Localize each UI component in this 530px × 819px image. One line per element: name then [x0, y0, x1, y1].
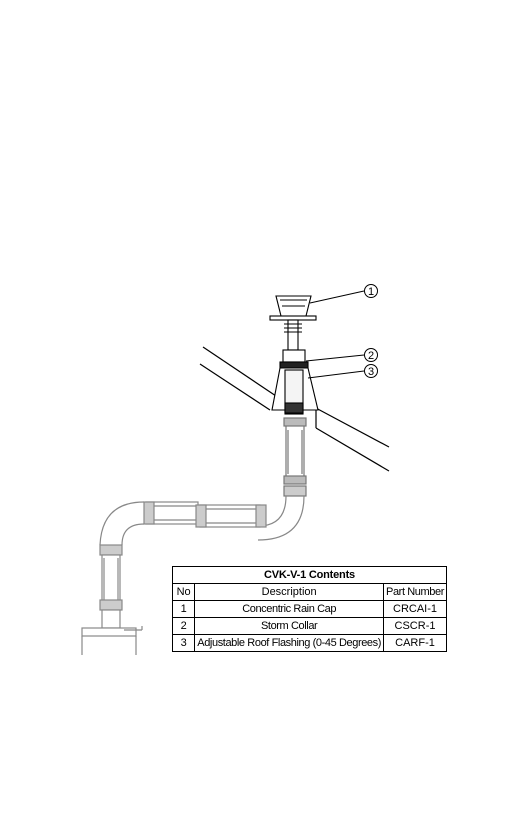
- table-header-row: No Description Part Number: [171, 583, 447, 601]
- table-row: 2 Storm Collar CSCR-1: [171, 617, 447, 635]
- left-vertical-pipe: [99, 544, 123, 629]
- row-part-number: CARF-1: [383, 634, 447, 652]
- table-title: CVK-V-1 Contents: [172, 566, 447, 584]
- header-part-number: Part Number: [383, 583, 447, 601]
- callout-1-number: 1: [368, 286, 374, 298]
- contents-table: CVK-V-1 Contents No Description Part Num…: [171, 566, 447, 652]
- pipe-elbow-left: [99, 501, 145, 546]
- table-row: 1 Concentric Rain Cap CRCAI-1: [171, 600, 447, 618]
- concentric-rain-cap: [269, 295, 317, 351]
- header-no: No: [171, 583, 196, 601]
- roof-flashing: [271, 367, 319, 415]
- row-part-number: CSCR-1: [383, 617, 447, 635]
- appliance-top: [81, 626, 143, 655]
- vertical-vent-pipe: [283, 417, 307, 497]
- row-part-number: CRCAI-1: [383, 600, 447, 618]
- table-title-row: CVK-V-1 Contents: [172, 566, 447, 584]
- callout-3: 3: [307, 364, 378, 379]
- roof-line: [199, 346, 390, 472]
- row-description: Adjustable Roof Flashing (0-45 Degrees): [194, 634, 385, 652]
- table-row: 3 Adjustable Roof Flashing (0-45 Degrees…: [171, 634, 447, 652]
- row-description: Concentric Rain Cap: [194, 600, 385, 618]
- row-no: 1: [171, 600, 196, 618]
- row-no: 3: [171, 634, 196, 652]
- callout-2-number: 2: [368, 350, 374, 362]
- horizontal-vent-pipe: [143, 501, 267, 528]
- row-no: 2: [171, 617, 196, 635]
- callout-1: 1: [309, 284, 378, 304]
- callout-3-number: 3: [368, 366, 374, 378]
- storm-collar: [279, 349, 309, 369]
- header-description: Description: [194, 583, 385, 601]
- callout-2: 2: [305, 348, 378, 362]
- row-description: Storm Collar: [194, 617, 385, 635]
